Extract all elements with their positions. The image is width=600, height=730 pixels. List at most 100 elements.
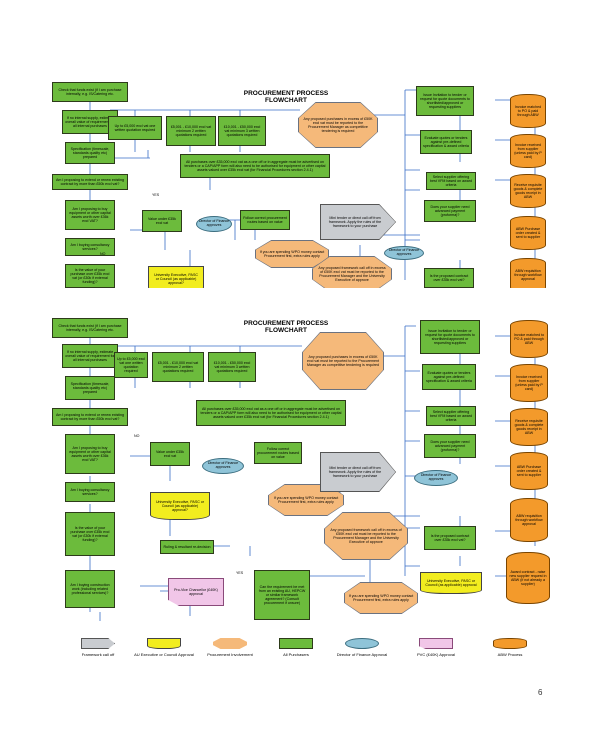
proposed-contract-box: Is the proposed contract over £35k excl … bbox=[424, 268, 474, 288]
flowchart-title-bottom: PROCUREMENT PROCESS FLOWCHART bbox=[226, 320, 346, 334]
receive-goods-cylinder: Receive requisite goods & complete goods… bbox=[510, 408, 548, 446]
follow-correct-box: Follow correct procurement routes based … bbox=[254, 442, 302, 464]
legend-label: AU Executive or Council Approval bbox=[134, 652, 194, 657]
value-under-box: Value under £35k excl vat bbox=[142, 210, 182, 232]
any-proposed-top-text: Any proposed purchases in excess of £50K… bbox=[298, 102, 378, 148]
mini-tender-text: Mini tender or direct call off from fram… bbox=[320, 204, 396, 240]
page-number: 6 bbox=[538, 688, 543, 697]
flowchart-panel-top: PROCUREMENT PROCESS FLOWCHART Check that… bbox=[40, 80, 560, 288]
title-line-1: PROCUREMENT PROCESS bbox=[243, 320, 329, 327]
value-of-purchase-box: Is the value of your purchase over £35k … bbox=[65, 512, 115, 556]
internal-supply-box: If no internal supply, estimate overall … bbox=[62, 344, 118, 368]
legend-item-all-purchasers: All Purchasers bbox=[266, 638, 326, 657]
consultancy-box: Am I buying consultancy services? bbox=[65, 482, 115, 502]
construction-box: Am I buying construction work (including… bbox=[65, 570, 115, 608]
mini-tender-text: Mini tender or direct call off from fram… bbox=[320, 452, 396, 492]
abw-purchase-order-cylinder: ABW Purchase order created & sent to sup… bbox=[510, 216, 546, 250]
spending-wpo-text: If you are spending WPO money contact Pr… bbox=[255, 240, 329, 268]
abw-purchase-order-cylinder: ABW Purchase order created & sent to sup… bbox=[510, 452, 548, 490]
invoice-cylinder: Invoice matched to PO & paid through ABW bbox=[510, 94, 546, 128]
pink-card-icon bbox=[419, 638, 453, 649]
yellow-document-icon bbox=[147, 638, 181, 649]
specification-box: Specification (timescale, standards qual… bbox=[65, 142, 115, 164]
quotes-10000-50000-box: £10,001 - £50,000 excl vat minimum 3 wri… bbox=[208, 352, 256, 382]
upto-5000-box: Up to £5,000 excl vat one written quotat… bbox=[114, 352, 148, 378]
select-supplier-box: Select supplier offering best VFM based … bbox=[426, 406, 476, 426]
any-proposed-top-text: Any proposed purchases in excess of £50K… bbox=[302, 332, 384, 390]
specification-box: Specification (timescale, standards qual… bbox=[65, 376, 115, 400]
evaluate-quotes-box: Evaluate quotes or tenders against pre-d… bbox=[420, 130, 472, 154]
buy-equipment-box: Am I proposing to buy equipment or other… bbox=[65, 434, 115, 474]
legend-item-procurement: Procurement Involvement bbox=[200, 638, 260, 657]
quotes-5000-10000-box: £5,001 - £10,000 excl vat minimum 2 writ… bbox=[152, 352, 204, 382]
director-finance-right-oval: Director of Finance approves bbox=[414, 470, 458, 486]
supplier-approval-box: Does your supplier need advanced payment… bbox=[424, 434, 476, 458]
select-supplier-box: Select supplier offering best VFM based … bbox=[426, 172, 476, 190]
any-proposed-top-octagon: Any proposed purchases in excess of £50K… bbox=[298, 102, 378, 148]
value-under-box: Value under £35k excl vat bbox=[150, 442, 190, 466]
title-line-2: FLOWCHART bbox=[265, 97, 307, 105]
quotes-10000-50000-box: £10,001 - £50,000 excl vat minimum 3 wri… bbox=[218, 116, 266, 146]
legend-item-pvc: PVC (£40K) Approval bbox=[406, 638, 466, 657]
legend-label: All Purchasers bbox=[283, 652, 309, 657]
all-purchases-box: All purchases over £35,000 excl vat as a… bbox=[180, 154, 330, 178]
legend-item-framework: Framework call off bbox=[68, 638, 128, 657]
mini-tender-pentagon: Mini tender or direct call off from fram… bbox=[320, 452, 396, 492]
spending-wpo-bottom-text: If you are spending WPO money contact Pr… bbox=[344, 582, 418, 614]
prior-chancellor-card: Pro-Vice Chancellor (£40K) approval bbox=[168, 578, 224, 606]
invoice-received-cylinder: Invoice received from supplier (unless p… bbox=[510, 364, 548, 402]
evaluate-quotes-box: Evaluate quotes or tenders against pre-d… bbox=[422, 364, 476, 390]
award-contract-cylinder: Award contract - raise new supplier requ… bbox=[506, 552, 550, 604]
flowchart-panel-bottom: PROCUREMENT PROCESS FLOWCHART Check that… bbox=[40, 316, 560, 636]
flowchart-title-top: PROCUREMENT PROCESS FLOWCHART bbox=[226, 90, 346, 104]
orange-cylinder-icon bbox=[493, 638, 527, 649]
invoice-received-cylinder: Invoice received from supplier (unless p… bbox=[510, 134, 546, 168]
univ-exec-right-document: University Executive, PASC or Council (a… bbox=[420, 572, 482, 594]
no-label: NO bbox=[100, 252, 106, 256]
mini-tender-pentagon: Mini tender or direct call off from fram… bbox=[320, 204, 396, 240]
grey-arrow-icon bbox=[81, 638, 115, 649]
check-funds-box: Check that funds exist (if I am purchase… bbox=[52, 318, 128, 338]
title-line-1: PROCUREMENT PROCESS bbox=[243, 90, 329, 97]
invoice-cylinder: Invoice matched to PO & paid through ABW bbox=[510, 320, 548, 358]
orange-octagon-icon bbox=[213, 638, 247, 649]
buy-equipment-box: Am I proposing to buy equipment or other… bbox=[65, 200, 115, 230]
legend-label: Director of Finance Approval bbox=[336, 652, 388, 657]
spending-wpo-bottom-octagon: If you are spending WPO money contact Pr… bbox=[344, 582, 418, 614]
spending-wpo-octagon: If you are spending WPO money contact Pr… bbox=[255, 240, 329, 268]
director-finance-right-oval: Director of Finance approves bbox=[384, 246, 424, 260]
legend-item-director-finance: Director of Finance Approval bbox=[332, 638, 392, 657]
abw-requisition-cylinder: ABW requisition through workflow approva… bbox=[510, 498, 548, 542]
director-finance-oval: Director of Finance approves bbox=[196, 216, 232, 232]
issue-invitation-box: Issue Invitation to tender or request fo… bbox=[420, 320, 480, 354]
value-of-purchase-box: Is the value of your purchase over £35k … bbox=[65, 264, 115, 288]
legend-label: PVC (£40K) Approval bbox=[416, 652, 456, 657]
any-proposed-framework-octagon: Any proposed framework call off in exces… bbox=[312, 256, 392, 288]
follow-correct-box: Follow correct procurement routes based … bbox=[240, 210, 290, 230]
yes-label: YES bbox=[152, 193, 160, 197]
univ-exec-top-document: University Executive, PASC or Council (a… bbox=[148, 266, 204, 288]
director-finance-oval: Director of Finance approves bbox=[202, 458, 244, 474]
lease-question-box: Am I proposing to extend or renew existi… bbox=[52, 174, 128, 190]
quotes-5000-10000-box: £5,001 - £10,000 excl vat minimum 2 writ… bbox=[166, 116, 216, 146]
legend-label: ABW Process bbox=[497, 652, 523, 657]
lease-question-box: Am I proposing to extend or renew existi… bbox=[52, 408, 128, 426]
no-label: NO bbox=[134, 434, 140, 438]
receive-goods-cylinder: Receive requisite goods & complete goods… bbox=[510, 174, 546, 208]
proposed-contract-box: Is the proposed contract over £35k excl … bbox=[424, 526, 476, 550]
title-line-2: FLOWCHART bbox=[265, 327, 307, 335]
legend: Framework call off AU Executive or Counc… bbox=[68, 638, 538, 668]
legend-label: Framework call off bbox=[81, 652, 115, 657]
consultancy-box: Am I buying consultancy services? bbox=[65, 238, 115, 256]
legend-item-au-executive: AU Executive or Council Approval bbox=[134, 638, 194, 657]
blue-oval-icon bbox=[345, 638, 379, 649]
univ-exec-top-document: University Executive, PASC or Council (a… bbox=[150, 492, 210, 520]
check-funds-box: Check that funds exist (if I am purchase… bbox=[52, 82, 128, 102]
legend-item-abw: ABW Process bbox=[480, 638, 540, 657]
any-proposed-framework-text: Any proposed framework call off in exces… bbox=[324, 512, 408, 560]
green-box-icon bbox=[279, 638, 313, 649]
upto-5000-box: Up to £5,000 excl vat one written quotat… bbox=[108, 116, 162, 140]
any-proposed-framework-text: Any proposed framework call off in exces… bbox=[312, 256, 392, 288]
issue-invitation-box: Issue Invitation to tender or request fo… bbox=[416, 86, 474, 116]
any-proposed-top-octagon: Any proposed purchases in excess of £50K… bbox=[302, 332, 384, 390]
